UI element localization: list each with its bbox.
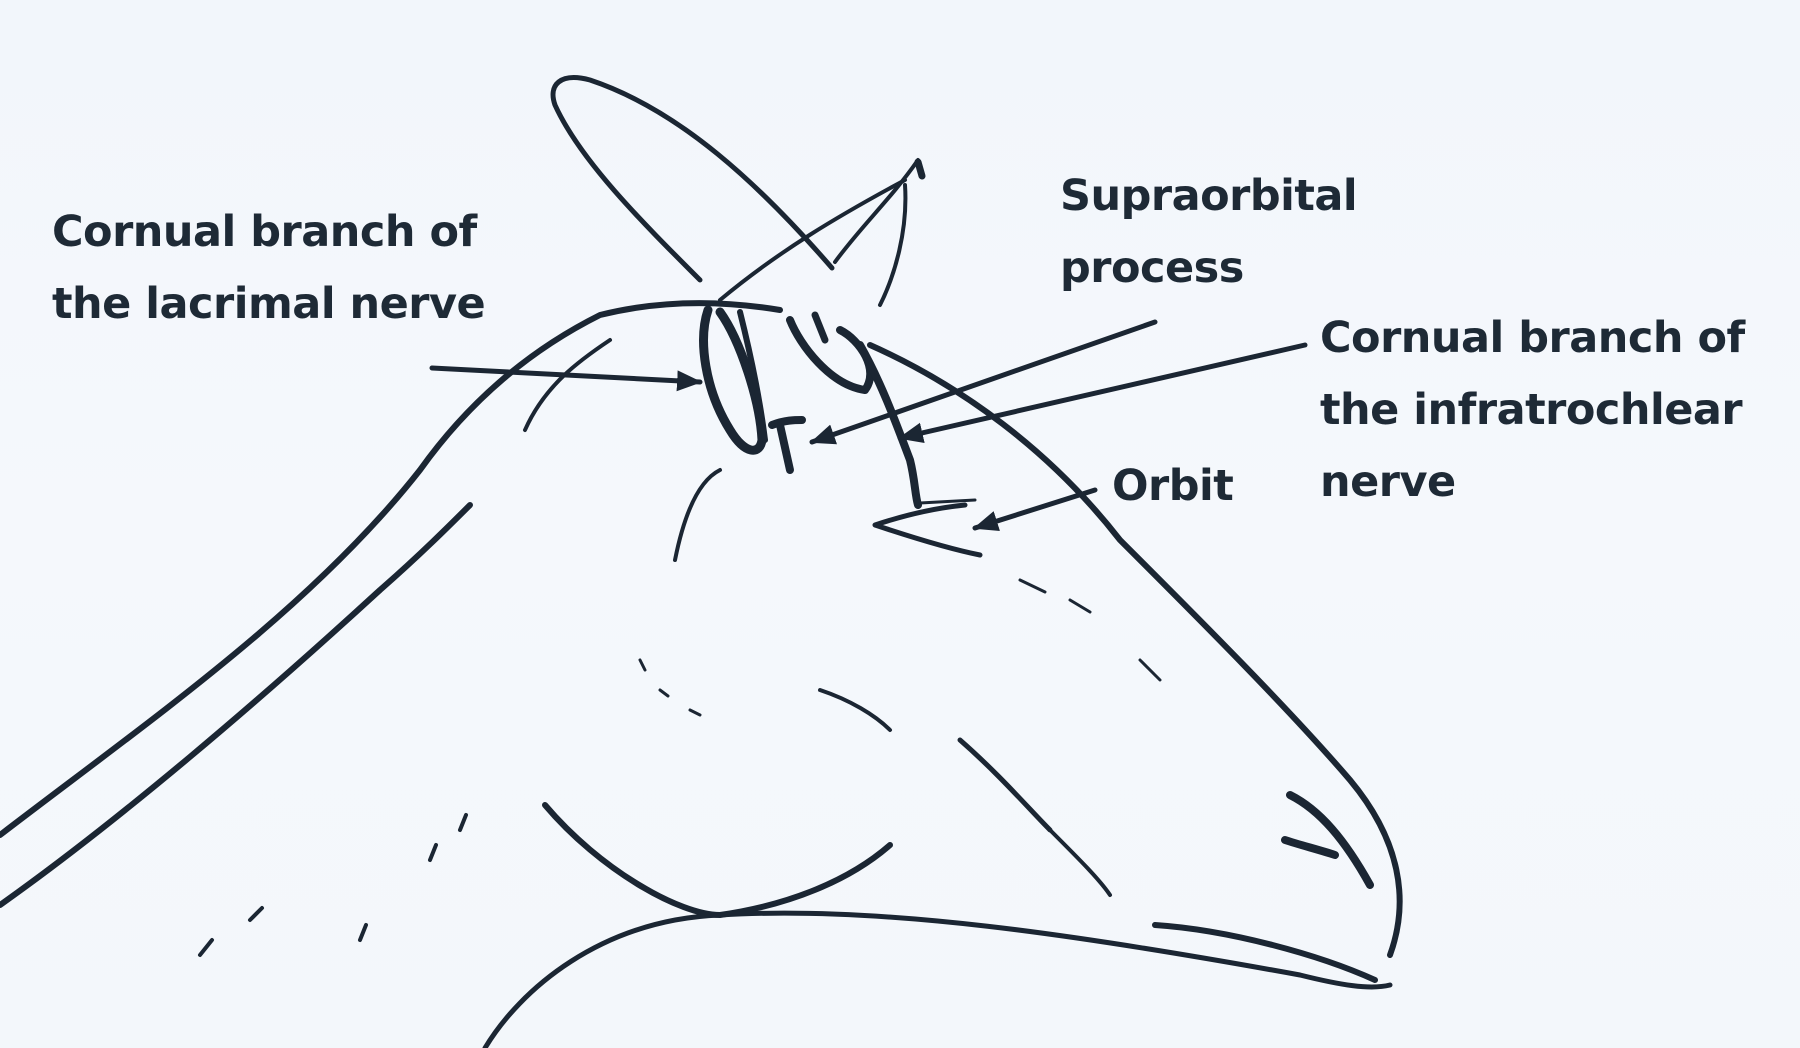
label-orbit-text: Orbit — [1112, 461, 1234, 511]
label-orbit: Orbit — [1112, 450, 1234, 522]
face-line-1 — [818, 688, 892, 732]
mouth-line — [1152, 922, 1378, 983]
face-dash-2 — [1138, 658, 1162, 682]
neck-back-outline — [0, 300, 783, 838]
supraorbital-process-mark — [768, 416, 806, 474]
brow-curve — [673, 468, 722, 562]
throat-line — [482, 910, 1393, 1048]
label-infratrochlear-line2: the infratrochlear — [1320, 385, 1743, 435]
arrow-lacrimal — [429, 365, 703, 392]
infratrochlear-nerve-trunk — [856, 341, 922, 509]
lacrimal-nerve-loop — [699, 305, 767, 455]
nostril — [1281, 791, 1374, 889]
horn-outline — [550, 75, 835, 283]
face-dash-1 — [1068, 598, 1092, 614]
arrow-supraorbital — [809, 319, 1158, 445]
horn-base-line — [718, 178, 907, 302]
label-lacrimal-line2: the lacrimal nerve — [52, 279, 486, 329]
face-line-3 — [1048, 828, 1112, 897]
forehead-outline — [867, 342, 1403, 958]
orbit-outline — [872, 502, 983, 558]
neck-hair — [198, 813, 468, 957]
label-infratrochlear-line1: Cornual branch of — [1320, 313, 1745, 363]
face-line-2 — [957, 737, 1053, 833]
label-supraorbital-line2: process — [1060, 243, 1244, 293]
label-infratrochlear-line3: nerve — [1320, 457, 1456, 507]
face-dash-3 — [1018, 578, 1047, 594]
label-cornual-branch-lacrimal: Cornual branch of the lacrimal nerve — [52, 196, 486, 340]
ear-outline — [833, 158, 920, 307]
orbit-tail — [918, 498, 977, 505]
label-supraorbital-line1: Supraorbital — [1060, 171, 1358, 221]
lacrimal-nerve-branch — [737, 309, 768, 443]
label-supraorbital-process: Supraorbital process — [1060, 160, 1358, 304]
label-cornual-branch-infratrochlear: Cornual branch of the infratrochlear ner… — [1320, 302, 1745, 518]
jaw-line — [542, 802, 893, 918]
ear-tip — [914, 158, 926, 180]
arrow-infratrochlear — [897, 342, 1308, 444]
label-lacrimal-line1: Cornual branch of — [52, 207, 477, 257]
cheek-dots — [638, 658, 702, 717]
infratrochlear-nerve-loop — [786, 316, 875, 394]
arrow-orbit — [972, 487, 1098, 532]
infratrochlear-top — [811, 311, 829, 344]
neck-inner-line — [0, 502, 473, 908]
